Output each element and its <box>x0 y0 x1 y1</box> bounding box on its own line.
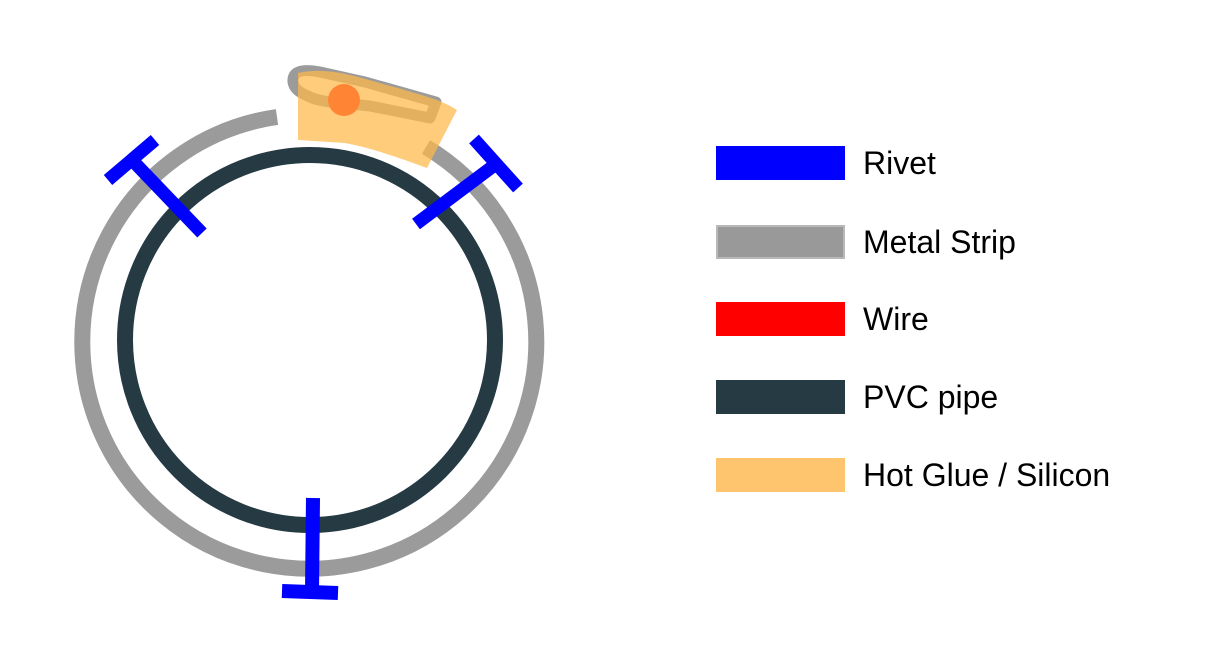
rivet-bottom <box>281 497 339 600</box>
rivet-top-right <box>412 134 523 230</box>
hot-glue-blob <box>298 70 457 168</box>
rivet-top-left <box>103 135 207 238</box>
legend-swatch-pvc-pipe <box>716 380 845 414</box>
legend-label-metal-strip: Metal Strip <box>863 224 1016 260</box>
legend-swatch-rivet <box>716 146 845 180</box>
legend-label-rivet: Rivet <box>863 145 936 181</box>
legend-label-pvc-pipe: PVC pipe <box>863 379 999 415</box>
metal-strip-outer-ring <box>74 109 545 577</box>
legend-label-wire: Wire <box>863 301 929 337</box>
legend-item-wire: Wire <box>716 301 1186 337</box>
legend-item-hot-glue: Hot Glue / Silicon <box>716 457 1186 493</box>
cross-section-diagram <box>74 65 545 600</box>
legend-item-metal-strip: Metal Strip <box>716 224 1186 260</box>
legend-swatch-wire <box>716 302 845 336</box>
legend-item-rivet: Rivet <box>716 145 1186 181</box>
legend-label-hot-glue: Hot Glue / Silicon <box>863 457 1111 493</box>
legend-item-pvc-pipe: PVC pipe <box>716 379 1186 415</box>
legend-swatch-metal-strip <box>716 225 845 259</box>
legend-swatch-hot-glue <box>716 458 845 492</box>
